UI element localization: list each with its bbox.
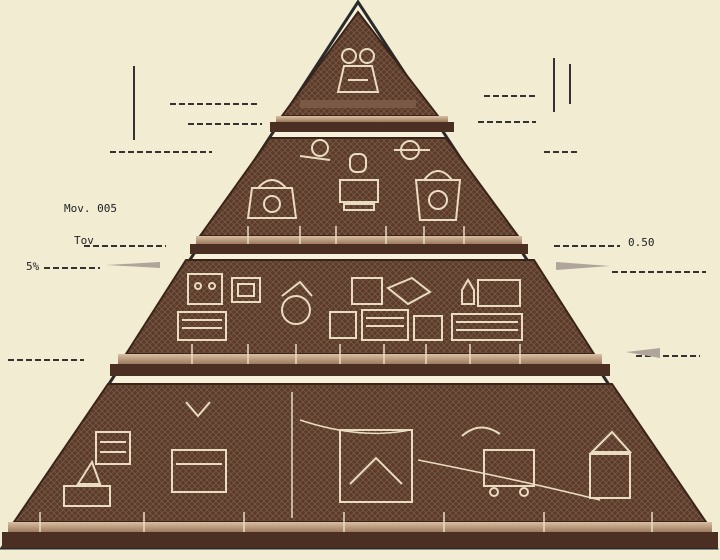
left-label-2: Tov: [74, 234, 94, 247]
left-label-3: 5%: [26, 260, 40, 273]
connector-line: [299, 419, 411, 435]
bottle-icon: [461, 278, 475, 305]
robot-icon: [187, 273, 223, 305]
tier-3-posts: [191, 344, 521, 364]
chart-board-icon: [361, 309, 409, 341]
leader-lines-left: [8, 103, 262, 361]
cart-icon: [461, 426, 535, 497]
tier-1: [270, 10, 454, 132]
control-panel-icon: [177, 311, 227, 341]
basket-icon: [246, 179, 298, 219]
control-panel-icon: [451, 279, 523, 341]
cabinet-icon: [95, 431, 131, 465]
crate-icon: [329, 277, 383, 339]
right-label-1: 0.50: [628, 236, 655, 249]
tier-2: [190, 137, 528, 254]
tier-3: [110, 259, 610, 376]
mixer-icon: [281, 280, 313, 325]
lantern-icon: [394, 140, 430, 160]
picture-frame-icon: [231, 277, 261, 303]
tier-4-posts: [39, 512, 653, 532]
basket-icon: [414, 170, 462, 221]
lamp-icon: [299, 139, 331, 161]
shelf-icon: [63, 459, 111, 507]
leader-lines-right: [478, 95, 706, 357]
package-icon: [386, 276, 443, 341]
left-label-1: Mov. 005: [64, 202, 117, 215]
tier-4: [2, 383, 718, 548]
tent-icon: [339, 429, 413, 503]
vertical-tick-marks: [133, 58, 571, 140]
pointer-strokes: [106, 262, 660, 358]
monitor-icon: [339, 179, 379, 211]
tier-2-posts: [247, 226, 465, 244]
connector-line: [417, 459, 601, 501]
stove-icon: [171, 401, 227, 493]
house-icon: [349, 153, 367, 173]
owl-icon: [336, 48, 380, 93]
radio-icon: [589, 430, 633, 499]
